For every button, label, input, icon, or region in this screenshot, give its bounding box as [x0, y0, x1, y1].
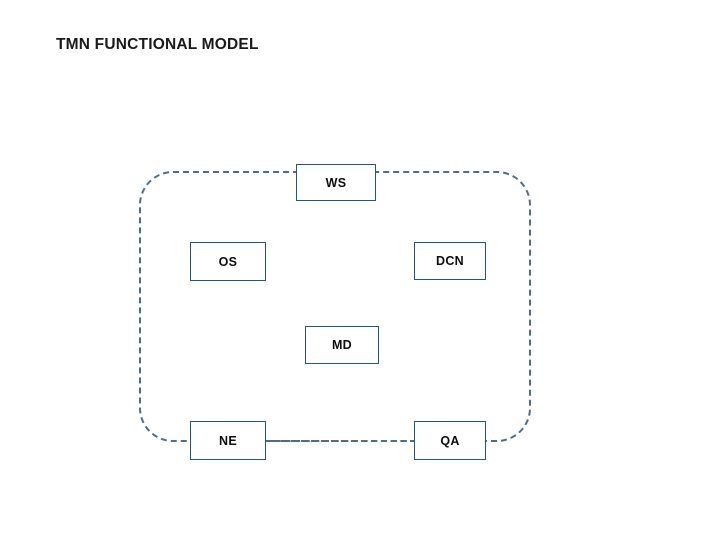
node-ne[interactable]: NE	[190, 421, 266, 460]
node-dcn[interactable]: DCN	[414, 242, 486, 280]
ne-qa-dashed-connector	[265, 440, 416, 442]
node-md-label: MD	[331, 338, 353, 352]
node-ws-label: WS	[325, 175, 347, 190]
node-qa-label: QA	[440, 433, 460, 448]
node-os[interactable]: OS	[190, 242, 266, 281]
node-md[interactable]: MD	[305, 326, 379, 364]
page-title: TMN FUNCTIONAL MODEL	[56, 36, 259, 53]
node-os-label: OS	[218, 254, 238, 269]
node-ws[interactable]: WS	[296, 164, 376, 201]
node-ne-label: NE	[219, 433, 237, 448]
dcn-dashed-boundary	[139, 171, 531, 442]
node-qa[interactable]: QA	[414, 421, 486, 460]
node-dcn-label: DCN	[436, 254, 464, 268]
